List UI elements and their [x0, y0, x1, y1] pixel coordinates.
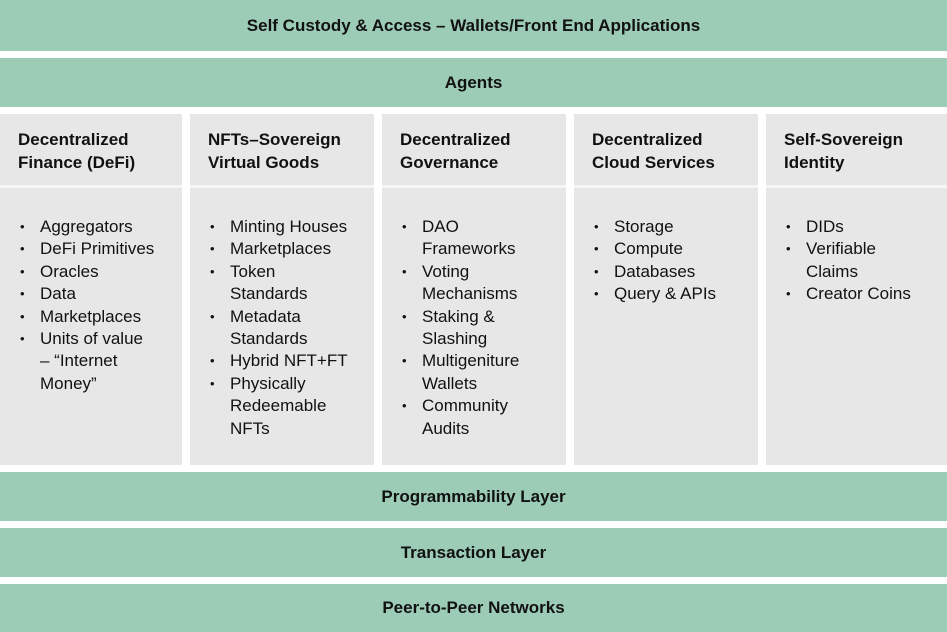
- wallets-layer-band: Self Custody & Access – Wallets/Front En…: [0, 0, 947, 51]
- column-divider: [382, 185, 566, 188]
- list-item: Token Standards: [210, 261, 368, 306]
- list-item: DeFi Primitives: [20, 238, 176, 261]
- column-cloud-services: Decentralized Cloud Services Storage Com…: [574, 114, 758, 465]
- column-title: NFTs–Sovereign Virtual Goods: [208, 130, 341, 172]
- wallets-layer-label: Self Custody & Access – Wallets/Front En…: [246, 15, 701, 35]
- transaction-layer-band: Transaction Layer: [0, 528, 947, 577]
- column-item-list: DAO Frameworks Voting Mechanisms Staking…: [382, 216, 566, 440]
- list-item: Community Audits: [402, 395, 560, 440]
- list-item: Creator Coins: [786, 283, 941, 306]
- list-item: DAO Frameworks: [402, 216, 560, 261]
- list-item: Marketplaces: [20, 306, 176, 329]
- column-item-list: Minting Houses Marketplaces Token Standa…: [190, 216, 374, 440]
- list-item: Databases: [594, 261, 752, 284]
- list-item: Oracles: [20, 261, 176, 284]
- list-item: Units of value – “Internet Money”: [20, 328, 176, 395]
- column-divider: [190, 185, 374, 188]
- column-item-list: DIDs Verifiable Claims Creator Coins: [766, 216, 947, 306]
- list-item: Multigeniture Wallets: [402, 350, 560, 395]
- programmability-layer-label: Programmability Layer: [381, 486, 566, 506]
- p2p-networks-label: Peer-to-Peer Networks: [382, 598, 565, 617]
- column-divider: [0, 185, 182, 188]
- list-item: Data: [20, 283, 176, 306]
- column-nfts: NFTs–Sovereign Virtual Goods Minting Hou…: [190, 114, 374, 465]
- p2p-networks-band: Peer-to-Peer Networks: [0, 584, 947, 632]
- column-divider: [574, 185, 758, 188]
- agents-layer-band: Agents: [0, 58, 947, 107]
- list-item: Verifiable Claims: [786, 238, 941, 283]
- column-divider: [766, 185, 947, 188]
- list-item: Metadata Standards: [210, 306, 368, 351]
- column-title: Decentralized Governance: [400, 130, 511, 172]
- programmability-layer-band: Programmability Layer: [0, 472, 947, 521]
- agents-layer-label: Agents: [444, 72, 503, 92]
- list-item: Compute: [594, 238, 752, 261]
- list-item: Physically Redeemable NFTs: [210, 373, 368, 440]
- column-title: Decentralized Finance (DeFi): [18, 130, 136, 172]
- list-item: Storage: [594, 216, 752, 239]
- column-identity: Self-Sovereign Identity DIDs Verifiable …: [766, 114, 947, 465]
- list-item: Minting Houses: [210, 216, 368, 239]
- list-item: Voting Mechanisms: [402, 261, 560, 306]
- column-item-list: Aggregators DeFi Primitives Oracles Data…: [0, 216, 182, 395]
- list-item: Hybrid NFT+FT: [210, 350, 368, 373]
- list-item: Aggregators: [20, 216, 176, 239]
- column-defi: Decentralized Finance (DeFi) Aggregators…: [0, 114, 182, 465]
- column-title: Decentralized Cloud Services: [592, 130, 715, 172]
- column-title: Self-Sovereign Identity: [784, 130, 904, 172]
- list-item: DIDs: [786, 216, 941, 239]
- list-item: Staking & Slashing: [402, 306, 560, 351]
- list-item: Marketplaces: [210, 238, 368, 261]
- transaction-layer-label: Transaction Layer: [400, 542, 547, 562]
- column-governance: Decentralized Governance DAO Frameworks …: [382, 114, 566, 465]
- list-item: Query & APIs: [594, 283, 752, 306]
- column-item-list: Storage Compute Databases Query & APIs: [574, 216, 758, 306]
